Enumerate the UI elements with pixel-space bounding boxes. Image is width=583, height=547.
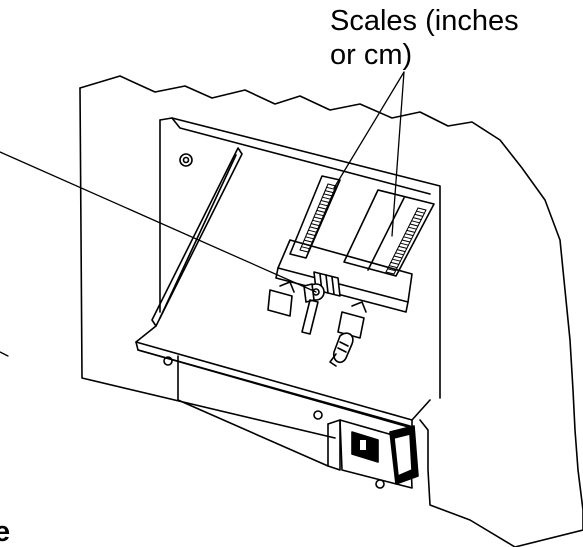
scale-tick: [404, 233, 414, 237]
tray-front-lip-bottom: [137, 349, 411, 427]
leader-line-scales-right: [391, 71, 405, 237]
bay-inner-top-edge: [171, 117, 431, 195]
indicator-left-arrow: [279, 281, 295, 293]
screw-hole-inner-icon: [182, 156, 190, 164]
scale-tick: [300, 246, 310, 250]
scale-tick: [396, 249, 406, 253]
leader-line-scales-left: [333, 71, 405, 189]
scale-tick: [313, 216, 323, 220]
scale-left: [299, 183, 337, 253]
lower-chassis: [177, 355, 329, 467]
tray-hole-right-icon: [313, 410, 323, 420]
scales-label-line1: Scales (inches: [330, 5, 519, 37]
back-slot-left: [289, 175, 341, 259]
scale-tick: [388, 265, 398, 269]
scale-tick: [321, 196, 331, 200]
scale-tick: [399, 242, 409, 246]
scale-tick: [414, 213, 424, 217]
screw-hole-icon: [179, 153, 193, 167]
scale-tick: [309, 226, 319, 230]
scale-tick: [314, 213, 324, 217]
scale-tick: [401, 239, 411, 243]
back-slot-right-divider: [367, 197, 405, 271]
scale-tick: [326, 186, 336, 190]
scale-tick: [403, 236, 413, 240]
carriage-plate-edge: [275, 267, 409, 313]
scale-tick: [312, 219, 322, 223]
scale-tick: [320, 200, 330, 203]
scale-tick: [393, 255, 403, 259]
lower-chassis-side: [327, 419, 341, 471]
housing-left-edge: [79, 87, 336, 439]
power-inlet-housing: [339, 419, 413, 489]
scale-right: [385, 207, 427, 275]
scale-tick: [409, 223, 419, 227]
carriage-plate: [277, 239, 413, 303]
scale-tick: [310, 223, 320, 227]
scale-tick: [324, 190, 334, 194]
scale-tick: [391, 258, 401, 262]
scale-tick: [323, 193, 333, 197]
scale-tick: [307, 229, 317, 233]
scale-tick: [415, 210, 425, 214]
power-switch-face: [393, 433, 413, 477]
scale-tick: [305, 236, 315, 240]
latch-clip-icon: [329, 332, 354, 367]
indicator-left: [267, 289, 293, 317]
bay-back-wall: [159, 117, 441, 399]
knob-slot: [301, 299, 319, 335]
scale-tick: [316, 209, 326, 213]
scale-tick: [299, 249, 309, 253]
power-inlet-pin: [360, 440, 366, 450]
scale-tick: [417, 207, 427, 211]
scale-tick: [395, 252, 405, 256]
scale-tick: [303, 239, 313, 243]
indicator-right: [337, 311, 365, 339]
thumb-knob-icon: [303, 271, 341, 303]
scales-label: Scales (inches or cm): [330, 4, 519, 72]
scale-tick: [411, 220, 421, 224]
leader-line-lower-left: [0, 351, 9, 357]
scale-tick: [398, 245, 408, 249]
bottom-left-label-fragment: e: [0, 516, 11, 547]
scale-tick: [390, 261, 400, 265]
scale-tick: [387, 268, 397, 272]
scale-tick: [406, 229, 416, 233]
tray-hole-left-icon: [163, 356, 173, 366]
back-slot-right: [343, 189, 435, 277]
leader-line-knob: [0, 151, 317, 293]
left-rail-inner: [159, 154, 237, 319]
housing-outline: [79, 75, 583, 547]
scale-tick: [412, 217, 422, 221]
scale-tick: [319, 203, 329, 207]
scale-tick: [385, 271, 395, 275]
scales-label-line2: or cm): [330, 39, 413, 71]
scale-tick: [407, 226, 417, 230]
indicator-right-arrow: [351, 301, 367, 313]
tray-plate: [135, 325, 431, 421]
inlet-screw-icon: [375, 479, 385, 489]
scale-tick: [317, 206, 327, 210]
scale-tick: [306, 233, 316, 236]
